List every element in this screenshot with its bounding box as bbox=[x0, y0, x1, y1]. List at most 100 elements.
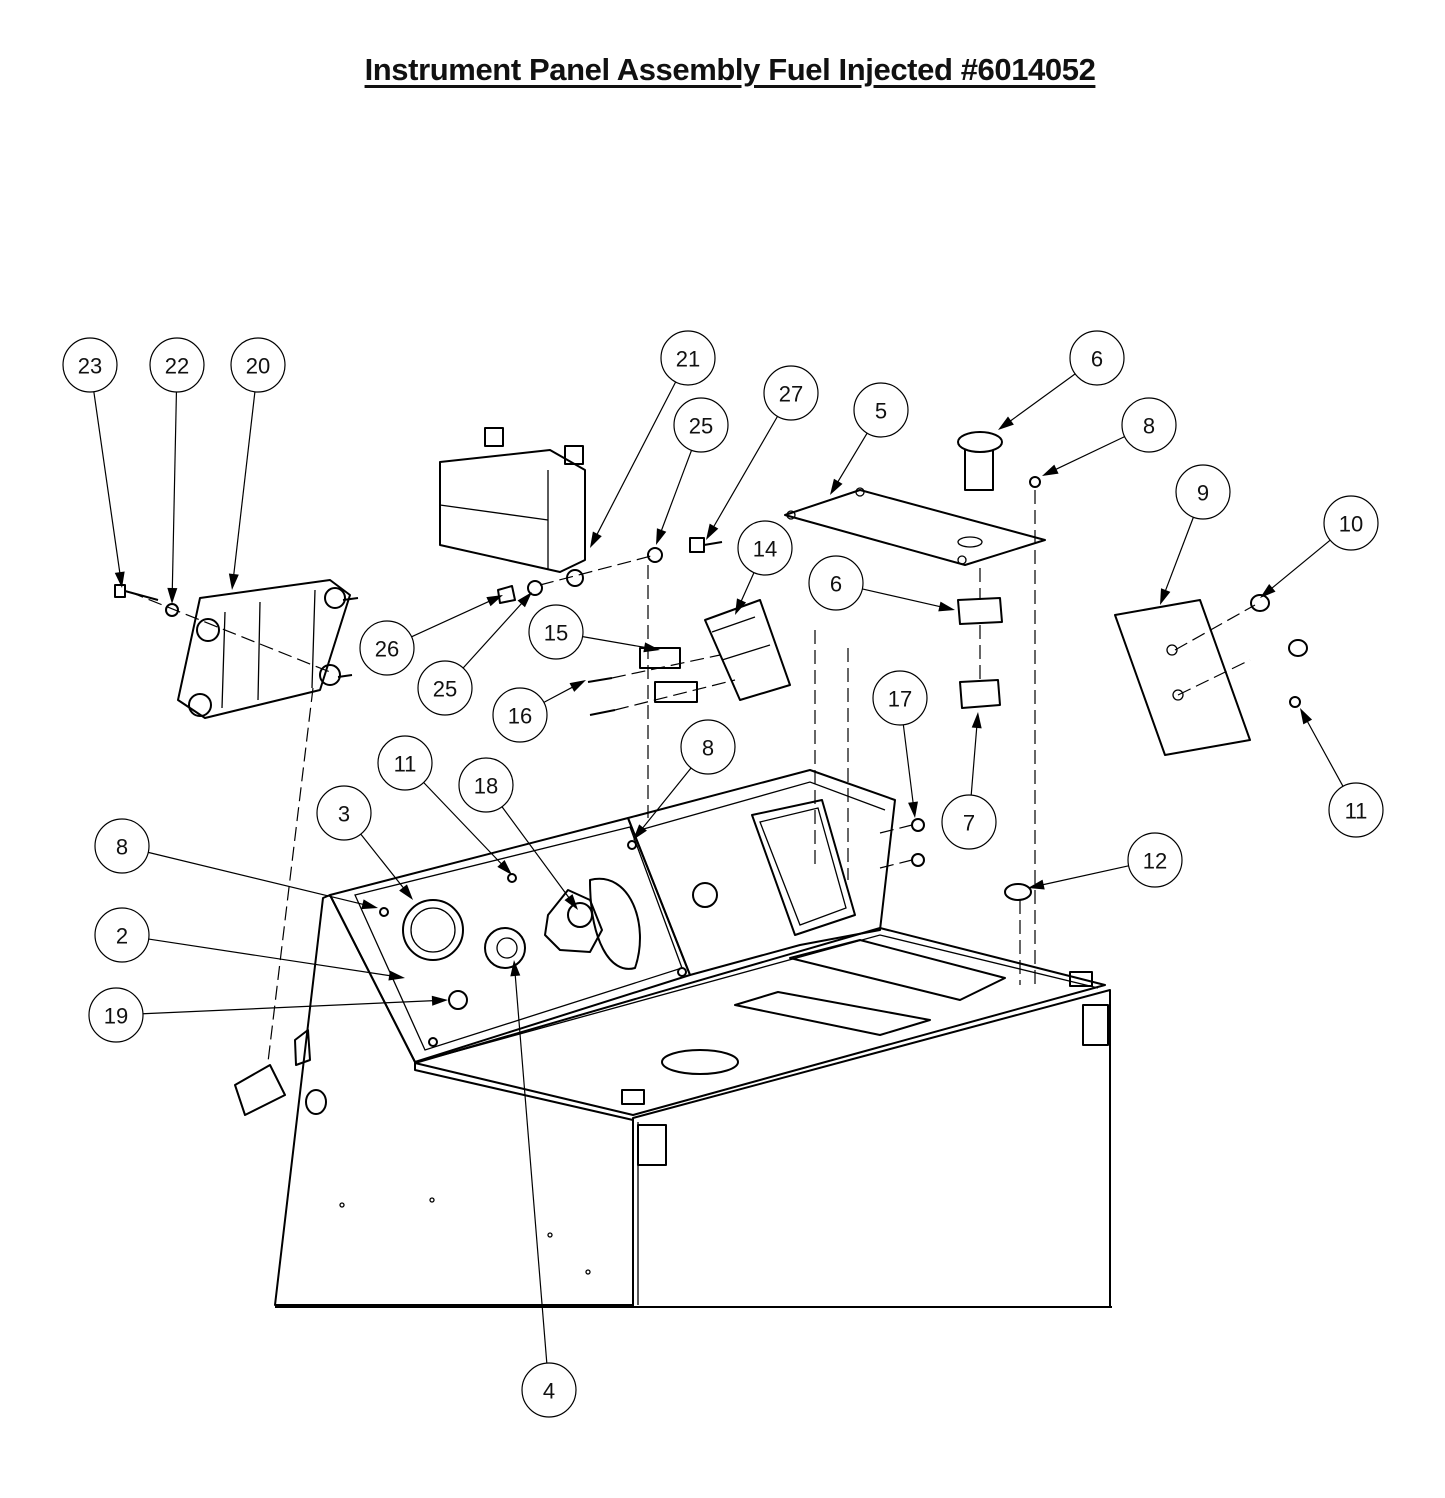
part-relay-housing-21 bbox=[439, 427, 586, 587]
callout-circle-10 bbox=[1323, 495, 1379, 551]
callout-leader-4 bbox=[514, 973, 548, 1364]
callout-arrowhead-11 bbox=[497, 859, 512, 875]
callout-label-23: 23 bbox=[78, 354, 102, 379]
callout-circle-7 bbox=[941, 794, 997, 850]
callout-arrowhead-8 bbox=[633, 824, 647, 840]
callout-leader-11 bbox=[1306, 719, 1344, 787]
callout-circle-18 bbox=[458, 757, 514, 813]
callout-label-8: 8 bbox=[116, 835, 128, 860]
callout-arrowhead-26 bbox=[486, 595, 503, 607]
callout-leader-11 bbox=[423, 782, 503, 866]
callout-arrowhead-27 bbox=[706, 523, 719, 540]
part-washer-25b bbox=[527, 580, 543, 596]
callout-arrowhead-18 bbox=[564, 894, 578, 910]
callout-leader-15 bbox=[582, 636, 647, 649]
callout-leader-10 bbox=[1270, 539, 1331, 590]
callout-leader-25 bbox=[660, 450, 693, 533]
part-side-plate-9 bbox=[1114, 599, 1251, 756]
callout-circle-23 bbox=[62, 337, 118, 393]
callout-arrowhead-7 bbox=[971, 712, 982, 729]
callout-circle-22 bbox=[149, 337, 205, 393]
callout-label-5: 5 bbox=[875, 399, 887, 424]
callout-circle-14 bbox=[737, 520, 793, 576]
callout-arrowhead-10 bbox=[1260, 583, 1276, 598]
callout-circle-12 bbox=[1127, 832, 1183, 888]
callout-arrowhead-12 bbox=[1028, 879, 1045, 890]
callout-arrowhead-4 bbox=[510, 960, 521, 977]
callout-arrowhead-2 bbox=[388, 970, 405, 981]
callout-arrowhead-21 bbox=[590, 531, 602, 548]
callout-label-9: 9 bbox=[1197, 481, 1209, 506]
callout-label-3: 3 bbox=[338, 802, 350, 827]
callout-label-6: 6 bbox=[1091, 347, 1103, 372]
part-screws-16 bbox=[587, 677, 616, 716]
part-cover-plate-5 bbox=[784, 487, 1046, 566]
callout-arrowhead-8 bbox=[361, 899, 378, 910]
callout-leader-18 bbox=[501, 806, 571, 900]
callout-label-8: 8 bbox=[702, 736, 714, 761]
callout-circle-4 bbox=[521, 1362, 577, 1418]
callout-arrowhead-25 bbox=[517, 592, 532, 608]
callout-label-14: 14 bbox=[753, 537, 777, 562]
part-plug-10b bbox=[1288, 639, 1308, 657]
callout-label-11: 11 bbox=[1345, 799, 1368, 824]
part-nut-17b bbox=[911, 853, 925, 867]
callout-arrowhead-9 bbox=[1160, 588, 1171, 605]
callout-arrowhead-22 bbox=[167, 587, 178, 604]
callout-circle-17 bbox=[872, 670, 928, 726]
callout-label-4: 4 bbox=[543, 1379, 555, 1404]
callout-label-25: 25 bbox=[689, 414, 713, 439]
callout-circle-15 bbox=[528, 604, 584, 660]
callout-leader-12 bbox=[1041, 865, 1129, 886]
callout-label-12: 12 bbox=[1143, 849, 1167, 874]
callout-leader-2 bbox=[148, 938, 392, 977]
part-screw-8 bbox=[1029, 476, 1041, 488]
callout-leader-9 bbox=[1164, 517, 1194, 593]
callout-label-16: 16 bbox=[508, 704, 532, 729]
callout-leader-7 bbox=[970, 725, 978, 796]
callout-label-7: 7 bbox=[963, 811, 975, 836]
assembly-lines bbox=[129, 490, 1256, 1063]
callout-label-11: 11 bbox=[394, 752, 417, 777]
callout-arrowhead-17 bbox=[908, 801, 918, 818]
callout-label-2: 2 bbox=[116, 924, 128, 949]
callout-leader-3 bbox=[360, 833, 405, 890]
callout-leader-14 bbox=[740, 572, 755, 603]
callout-label-19: 19 bbox=[104, 1004, 128, 1029]
callout-leader-21 bbox=[595, 381, 677, 536]
callout-circle-11 bbox=[1328, 782, 1384, 838]
callout-label-10: 10 bbox=[1339, 512, 1363, 537]
callout-leader-8 bbox=[148, 851, 365, 906]
callout-arrowhead-16 bbox=[569, 680, 586, 692]
callout-circle-25 bbox=[417, 660, 473, 716]
callout-arrowhead-19 bbox=[431, 995, 448, 1006]
callout-circle-9 bbox=[1175, 464, 1231, 520]
part-screw-11 bbox=[1289, 696, 1301, 708]
callout-arrowhead-14 bbox=[735, 598, 747, 615]
callout-arrowhead-3 bbox=[399, 884, 413, 900]
callout-circle-6 bbox=[1069, 330, 1125, 386]
callout-leader-19 bbox=[142, 1000, 435, 1015]
callout-arrowhead-11 bbox=[1300, 708, 1313, 725]
callout-label-20: 20 bbox=[246, 354, 270, 379]
callout-leader-6 bbox=[862, 588, 942, 608]
callout-arrowhead-6 bbox=[998, 416, 1014, 430]
part-nut-17 bbox=[911, 818, 925, 832]
part-washer-25a bbox=[647, 547, 663, 563]
callout-circle-3 bbox=[316, 785, 372, 841]
part-plug-12 bbox=[1004, 883, 1032, 901]
part-fuse-block-14 bbox=[704, 599, 791, 701]
part-bolt-23 bbox=[114, 584, 159, 601]
part-bolt-27 bbox=[689, 537, 723, 553]
callout-arrowhead-6 bbox=[938, 601, 955, 612]
callout-circle-11 bbox=[377, 735, 433, 791]
callout-leader-5 bbox=[836, 432, 868, 484]
callout-leader-6 bbox=[1008, 373, 1076, 423]
part-switch-body-6 bbox=[957, 597, 1003, 625]
part-bracket-20 bbox=[177, 579, 359, 719]
callout-label-6: 6 bbox=[830, 572, 842, 597]
callout-label-18: 18 bbox=[474, 774, 498, 799]
callout-label-27: 27 bbox=[779, 382, 803, 407]
callout-leader-8 bbox=[1054, 436, 1125, 471]
